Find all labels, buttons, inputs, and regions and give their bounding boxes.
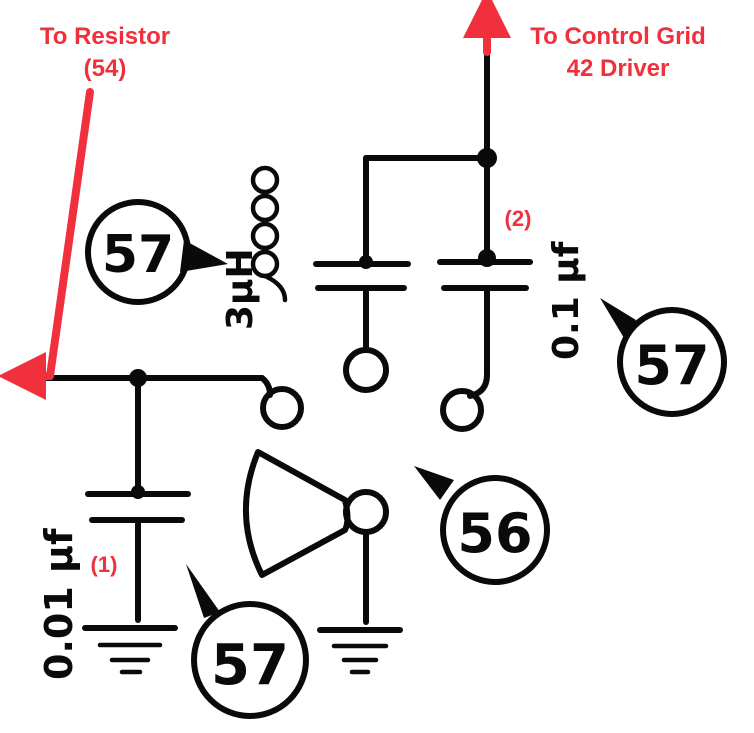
bubble-cap1-ref: 57: [186, 564, 309, 719]
svg-text:57: 57: [102, 225, 174, 285]
to-resistor-ref: (54): [84, 55, 127, 82]
svg-text:57: 57: [634, 334, 709, 397]
to-control-grid-label: To Control Grid: [530, 23, 706, 50]
coil-value-label: 3µH: [220, 248, 261, 330]
svg-text:57: 57: [211, 633, 289, 698]
capacitor-2: [437, 249, 533, 432]
tube-symbol: [243, 449, 389, 625]
ground-symbol-right: [317, 627, 403, 675]
svg-text:56: 56: [457, 502, 532, 565]
capacitor-2a: [313, 255, 411, 393]
cap2-marker: (2): [505, 206, 532, 231]
driver-label: 42 Driver: [567, 55, 670, 82]
bubble-cap2-ref: 57: [600, 298, 727, 417]
to-resistor-label: To Resistor: [40, 23, 170, 50]
left-terminal: [260, 386, 304, 430]
cap1-marker: (1): [91, 552, 118, 577]
bubble-coil-ref: 57: [85, 199, 228, 305]
resistor-arrow: [0, 88, 94, 400]
capacitor-1: [85, 375, 191, 623]
coil-inductor: [250, 165, 288, 303]
top-bus-wire: [363, 42, 490, 265]
cap2-value-label: 0.1 µf: [546, 241, 587, 360]
ground-symbol-left: [82, 625, 178, 675]
cap1-value-label: 0.01 µf: [37, 528, 81, 680]
top-junction-dot: [477, 148, 497, 168]
bubble-tube-ref: 56: [414, 466, 550, 585]
